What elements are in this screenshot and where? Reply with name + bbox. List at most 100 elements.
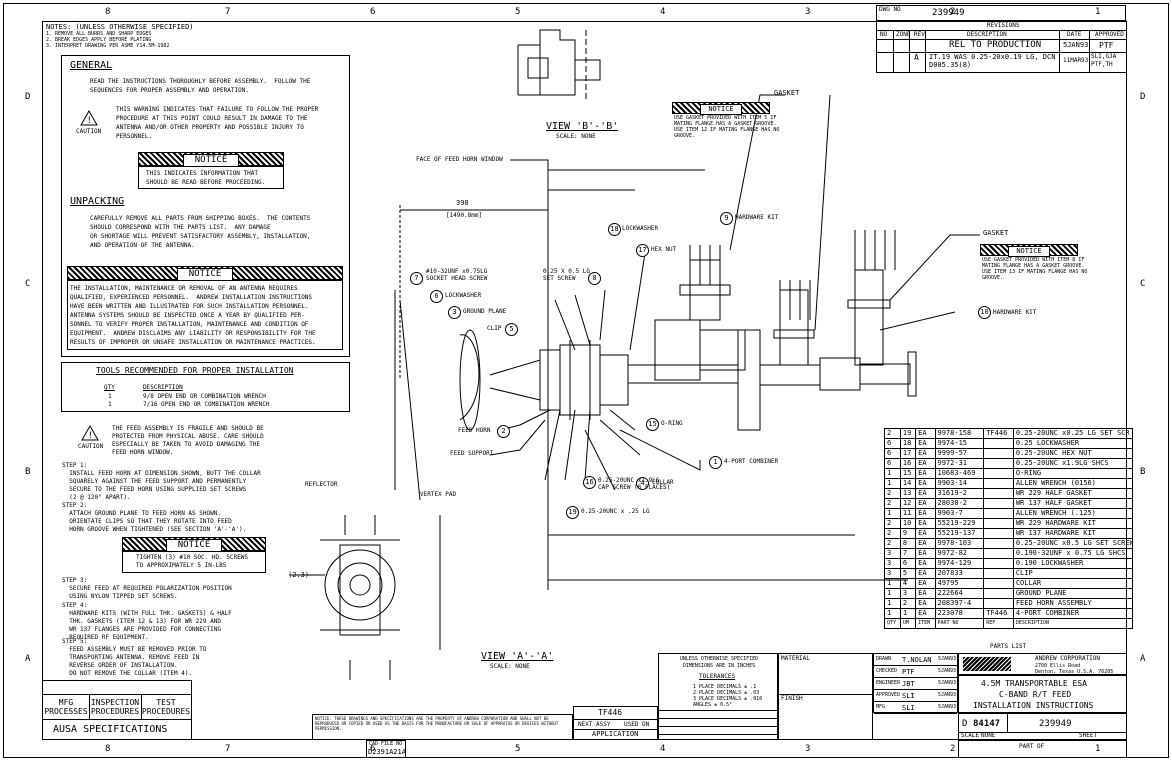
gasket-notice-right-text: USE GASKET PROVIDED WITH ITEM 8 IF MATIN… (982, 257, 1088, 281)
parts-cell-desc: COLLAR (1012, 578, 1134, 589)
label-clip: CLIP (487, 325, 502, 332)
gasket-notice-top-banner: NOTICE (672, 102, 770, 115)
revision-block: REVISIONS NO ZONE REV DESCRIPTION DATE A… (876, 21, 1127, 73)
fragile-text: THE FEED ASSEMBLY IS FRAGILE AND SHOULD … (112, 425, 264, 456)
parts-cell-pn: 208397-4 (934, 598, 985, 609)
label-hardware-kit-10: HARDWARE KIT (993, 309, 1037, 316)
parts-footer-cell: REF (983, 618, 1014, 629)
parts-cell-item: 10 (899, 518, 917, 529)
parts-cell-qty: 3 (884, 558, 901, 569)
rev-col-desc: DESCRIPTION (967, 31, 1007, 38)
column-label-bottom-2: 2 (950, 744, 956, 754)
scale-label: SCALE (961, 732, 980, 739)
label-ground-plane: GROUND PLANE (463, 308, 507, 315)
parts-cell-item: 19 (899, 428, 917, 439)
parts-cell-um: EA (915, 428, 936, 439)
parts-cell-pn: 9999-57 (934, 448, 985, 459)
parts-cell-desc: GROUND PLANE (1012, 588, 1134, 599)
signoff-divider (874, 677, 957, 678)
column-label-bottom-3: 3 (805, 744, 811, 754)
parts-footer-cell: PART NO (934, 618, 985, 629)
rev-row-2-date: 11MAR93 (1063, 57, 1089, 64)
label-lockwasher-18: LOCKWASHER (622, 225, 659, 232)
parts-cell-item: 9 (899, 528, 917, 539)
parts-cell-um: EA (915, 598, 936, 609)
view-a-title: VIEW 'A'-'A' (481, 651, 554, 662)
parts-cell-qty: 2 (884, 498, 901, 509)
parts-cell-um: EA (915, 458, 936, 469)
balloon-17: 17 (636, 244, 649, 257)
note-line-3: 3. INTERPRET DRAWING PER ASME Y14.5M-198… (46, 43, 170, 49)
parts-cell-qty: 1 (884, 608, 901, 619)
rev-row-2-desc: IT.19 WAS 0.25-20x0.19 LG, DCN D005.35(8… (929, 53, 1056, 69)
signoff-divider (874, 713, 957, 714)
parts-cell-qty: 6 (884, 448, 901, 459)
tool-2-desc: 7/16 OPEN END OR COMBINATION WRENCH (143, 401, 270, 408)
parts-cell-qty: 2 (884, 518, 901, 529)
label-screw-025: 0.25-20UNC x .25 LG (581, 508, 650, 515)
parts-cell-qty: 2 (884, 488, 901, 499)
parts-cell-item: 18 (899, 438, 917, 449)
tools-heading: TOOLS RECOMMENDED FOR PROPER INSTALLATIO… (96, 366, 294, 375)
view-b-scale: SCALE: NONE (556, 133, 596, 140)
dwg-id-block: D 84147 239949 SCALE NONE SHEET (958, 713, 1127, 740)
unpacking-text: CAREFULLY REMOVE ALL PARTS FROM SHIPPING… (90, 215, 311, 249)
parts-cell-item: 3 (899, 588, 917, 599)
balloon-4: 4 (636, 477, 649, 490)
notice-banner: NOTICE (138, 152, 284, 167)
parts-cell-pn: 9978-103 (934, 538, 985, 549)
parts-cell-desc: WR 137 HALF GASKET (1012, 498, 1134, 509)
label-combiner: 4-PORT COMBINER (724, 458, 779, 465)
row-label-left-C: C (25, 279, 31, 289)
torque-notice-box (122, 551, 266, 573)
parts-cell-item: 8 (899, 538, 917, 549)
parts-cell-um: EA (915, 448, 936, 459)
step-3: STEP 3: SECURE FEED AT REQUIRED POLARIZA… (62, 577, 232, 600)
parts-cell-qty: 3 (884, 568, 901, 579)
rev-row-1-desc: REL TO PRODUCTION (949, 40, 1042, 50)
rev-row-1-approved: PTF (1099, 41, 1114, 50)
balloon-10: 10 (978, 306, 991, 319)
parts-cell-ref (983, 468, 1014, 479)
title-line-2: C-BAND R/T FEED (999, 690, 1072, 699)
parts-cell-qty: 2 (884, 428, 901, 439)
parts-cell-qty: 1 (884, 588, 901, 599)
parts-cell-pn: 207833 (934, 568, 985, 579)
row-label-left-B: B (25, 467, 31, 477)
tolerance-block: UNLESS OTHERWISE SPECIFIED DIMENSIONS AR… (658, 653, 778, 740)
parts-cell-desc: ALLEN WRENCH (0156) (1012, 478, 1134, 489)
step-1: STEP 1: INSTALL FEED HORN AT DIMENSION S… (62, 462, 261, 501)
parts-cell-desc: 0.25-20UNC HEX NUT (1012, 448, 1134, 459)
notes-title: NOTES: (UNLESS OTHERWISE SPECIFIED) (46, 23, 194, 31)
gasket-notice-top-label: NOTICE (700, 104, 742, 115)
parts-cell-um: EA (915, 538, 936, 549)
balloon-16: 16 (583, 476, 596, 489)
next-assy: TF446 (598, 708, 623, 717)
column-label-bottom-8: 8 (105, 744, 111, 754)
parts-cell-um: EA (915, 608, 936, 619)
parts-cell-pn: 55219-229 (934, 518, 985, 529)
specs-mfg: MFG PROCESSES (44, 698, 88, 716)
parts-cell-desc: ALLEN WRENCH (.125) (1012, 508, 1134, 519)
label-set-screw: 0.25 X 0.5 LG SET SCREW (543, 268, 590, 282)
parts-cell-item: 6 (899, 558, 917, 569)
balloon-7: 7 (410, 272, 423, 285)
parts-cell-desc: 4-PORT COMBINER (1012, 608, 1134, 619)
label-vertex-pad: VERTEX PAD (420, 491, 457, 498)
row-label-right-B: B (1140, 467, 1146, 477)
dim-2-3: (2.3) (288, 571, 310, 579)
rev-row-2-approved: SLI,GJA PTF,TH (1091, 53, 1117, 68)
label-o-ring: O-RING (661, 420, 683, 427)
tolerances: 1 PLACE DECIMALS ± .1 2 PLACE DECIMALS ±… (693, 684, 763, 708)
parts-cell-um: EA (915, 468, 936, 479)
parts-cell-qty: 2 (884, 528, 901, 539)
row-label-right-A: A (1140, 654, 1146, 664)
parts-cell-pn: 55219-137 (934, 528, 985, 539)
revisions-heading: REVISIONS (987, 22, 1020, 29)
parts-cell-um: EA (915, 438, 936, 449)
parts-cell-ref (983, 528, 1014, 539)
